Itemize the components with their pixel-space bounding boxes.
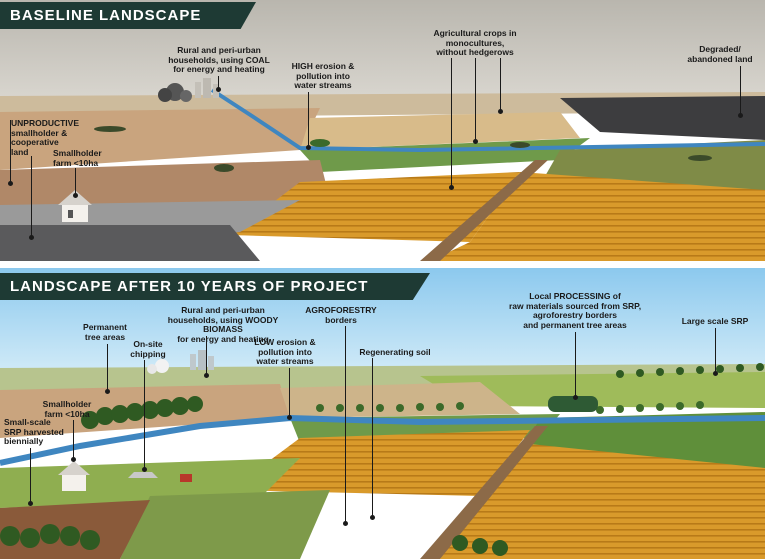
label-agri-crops: Agricultural crops in monocultures, with… — [433, 28, 517, 57]
leader-small-scale-srp — [28, 448, 33, 506]
tree-rows — [0, 363, 764, 556]
leader-high-erosion — [306, 92, 311, 150]
leader-agri-crops-2 — [473, 58, 478, 144]
brown-field-mid — [280, 382, 520, 418]
leader-agroforestry — [343, 326, 348, 526]
label-large-srp: Large scale SRP — [681, 316, 749, 326]
agroforestry-border-trees — [316, 401, 704, 414]
leader-permanent-tree — [105, 344, 110, 394]
farm-house — [62, 204, 88, 222]
brown-field-mid — [300, 112, 580, 150]
water-stream — [0, 414, 765, 466]
leader-regenerating-soil — [370, 358, 375, 520]
chipping-shed — [128, 472, 158, 478]
farm-house — [62, 474, 86, 491]
tractor — [180, 474, 192, 482]
baseline-title-banner: BASELINE LANDSCAPE BEFORE — [0, 2, 256, 29]
label-households-coal: Rural and peri-urban households, using C… — [168, 45, 270, 74]
crop-field-right — [440, 444, 765, 559]
leader-smallholder-after — [71, 420, 76, 462]
leader-unproductive-1 — [8, 120, 13, 186]
after-landscape-panel: LANDSCAPE AFTER 10 YEARS OF PROJECT ACTI… — [0, 268, 765, 559]
leader-onsite-chipping — [142, 360, 147, 472]
farm-house-roof — [58, 461, 90, 475]
crop-field-center — [230, 172, 520, 242]
label-onsite-chipping: On-site chipping — [130, 339, 166, 359]
leader-large-srp — [713, 328, 718, 376]
leader-households-coal — [216, 76, 221, 92]
label-local-processing: Local PROCESSING of raw materials source… — [508, 291, 642, 330]
after-title-banner: LANDSCAPE AFTER 10 YEARS OF PROJECT ACTI… — [0, 273, 430, 300]
leader-low-erosion — [287, 368, 292, 420]
label-degraded-land: Degraded/ abandoned land — [687, 44, 753, 64]
leader-agri-crops-3 — [498, 58, 503, 114]
baseline-landscape-panel: BASELINE LANDSCAPE BEFORE Rural and peri… — [0, 0, 765, 261]
label-smallholder-farm-after: Smallholder farm <10ha — [42, 399, 92, 419]
shrub — [94, 126, 126, 132]
label-smallholder-farm-before: Smallholder farm <10ha — [53, 148, 102, 168]
steam-cloud — [155, 359, 169, 373]
city-skyline — [195, 82, 201, 98]
city-skyline — [190, 354, 196, 370]
leader-households-biomass — [204, 336, 209, 378]
label-permanent-tree: Permanent tree areas — [83, 322, 127, 342]
leader-local-processing — [573, 332, 578, 400]
leader-agri-crops-1 — [449, 58, 454, 190]
brown-field-left — [0, 108, 320, 170]
dirt-road — [420, 426, 548, 559]
leader-smallholder-before — [73, 168, 78, 198]
water-stream — [210, 88, 765, 153]
crop-field-center — [230, 430, 530, 496]
degraded-foreground — [0, 225, 260, 261]
green-field-far-right — [420, 372, 765, 408]
label-low-erosion: LOW erosion & pollution into water strea… — [254, 337, 316, 366]
label-small-scale-srp: Small-scale SRP harvested biennially — [4, 417, 64, 446]
degraded-land-area — [560, 96, 765, 140]
leader-degraded-land — [738, 66, 743, 118]
label-high-erosion: HIGH erosion & pollution into water stre… — [291, 61, 355, 90]
processing-building — [548, 396, 598, 412]
regenerating-field — [120, 490, 330, 559]
label-regenerating-soil: Regenerating soil — [359, 347, 431, 357]
label-agroforestry: AGROFORESTRY borders — [305, 305, 377, 325]
baseline-landscape-illustration — [0, 0, 765, 261]
label-households-biomass: Rural and peri-urban households, using W… — [167, 305, 279, 344]
label-unproductive-land: UNPRODUCTIVE smallholder & cooperative l… — [11, 118, 80, 157]
leader-unproductive-2 — [29, 156, 34, 240]
crop-field-right — [430, 172, 765, 261]
dirt-road — [420, 160, 548, 261]
